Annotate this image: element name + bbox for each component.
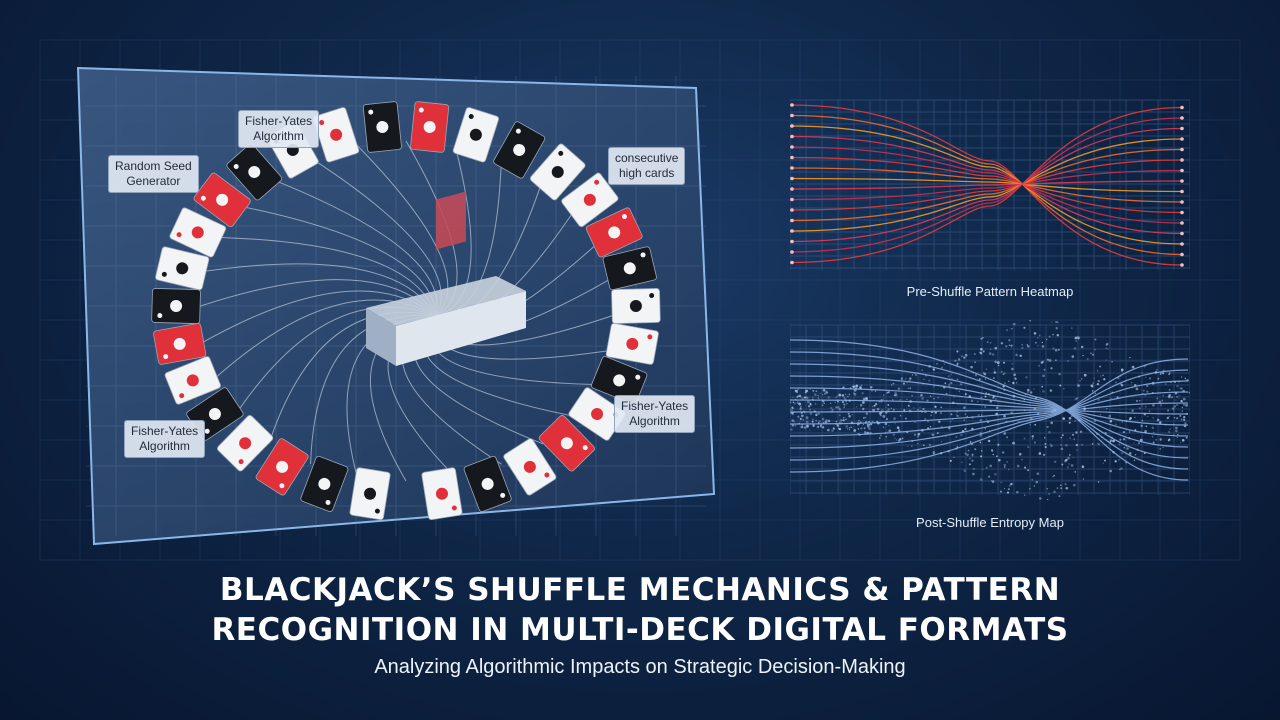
playing-card [193,172,251,228]
post-shuffle-entropy-map [790,320,1190,500]
playing-card [151,288,201,324]
playing-card [164,356,221,405]
playing-card [605,322,659,365]
playing-card [421,467,463,521]
callout-consecutive-high-cards: consecutive high cards [608,147,686,185]
playing-card [155,246,210,291]
headline-line-1: BLACKJACK’S SHUFFLE MECHANICS & PATTERN [219,572,1061,608]
playing-card [602,246,657,291]
playing-card [611,288,661,324]
headline-line-2: RECOGNITION IN MULTI-DECK DIGITAL FORMAT… [211,612,1069,648]
playing-card [300,455,349,512]
playing-card [349,467,391,521]
callout-fisher-yates-right: Fisher-Yates Algorithm [614,395,696,433]
shuffle-visual-panel [76,66,716,546]
callout-fisher-yates-top: Fisher-Yates Algorithm [238,110,320,148]
callout-fisher-yates-bottom: Fisher-Yates Algorithm [124,420,206,458]
playing-card [312,107,360,163]
playing-card [217,415,274,472]
post-shuffle-entropy-map-label: Post-Shuffle Entropy Map [916,515,1064,530]
playing-card [255,438,309,496]
callout-random-seed-generator: Random Seed Generator [108,155,199,193]
pre-shuffle-heatmap [790,99,1190,270]
playing-card [529,143,586,201]
playing-card [585,207,643,258]
glass-panel [76,66,716,546]
playing-card [493,121,546,179]
playing-card [362,101,402,153]
playing-card [169,207,227,258]
playing-card [410,101,450,153]
subtitle: Analyzing Algorithmic Impacts on Strateg… [374,656,906,678]
pre-shuffle-heatmap-label: Pre-Shuffle Pattern Heatmap [906,284,1074,299]
playing-card [538,415,595,472]
playing-card [226,143,283,201]
deck-shoe [366,191,526,366]
playing-card [503,438,557,496]
playing-card [153,322,207,365]
playing-card [452,107,500,163]
playing-card [463,455,512,512]
